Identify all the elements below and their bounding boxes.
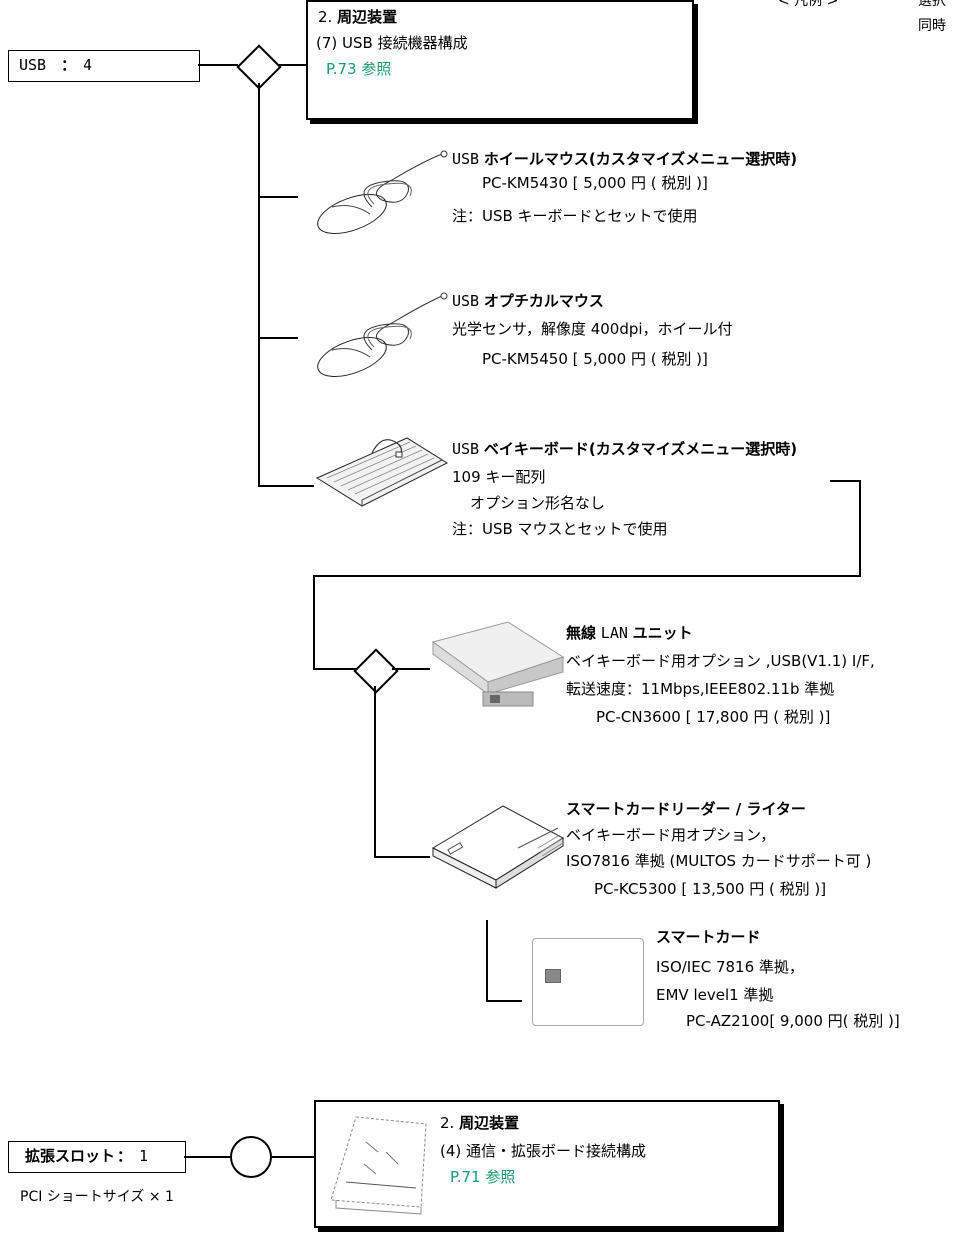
branch-line-optical-mouse	[258, 337, 298, 339]
usb-ref-sub: (7) USB 接続機器構成	[316, 34, 468, 53]
usb-ref-heading: 周辺装置	[337, 8, 397, 26]
wireless-lan-model: PC-CN3600 [ 17,800 円 ( 税別 )]	[596, 708, 830, 727]
expansion-ref-sub: (4) 通信・拡張ボード接続構成	[440, 1142, 646, 1161]
expansion-ref-heading: 周辺装置	[459, 1114, 519, 1132]
expansion-slot-label: 拡張スロット	[25, 1147, 115, 1166]
branch-line-wireless-lan	[392, 668, 430, 670]
optical-mouse-model: PC-KM5450 [ 5,000 円 ( 税別 )]	[482, 350, 708, 369]
card-reader-model: PC-KC5300 [ 13,500 円 ( 税別 )]	[594, 880, 826, 899]
wireless-lan-title-mid: LAN	[601, 624, 628, 642]
usb-reference-box: 2. 周辺装置 (7) USB 接続機器構成 P.73 参照	[306, 0, 694, 120]
wireless-lan-title: 無線	[566, 624, 596, 642]
branch-line-wheel-mouse	[258, 196, 298, 198]
keyboard-spec: 109 キー配列	[452, 468, 545, 487]
connector-line	[278, 64, 308, 66]
expansion-slot-note: PCI ショートサイズ × 1	[20, 1188, 174, 1207]
usb-port-box: USB ： 4	[8, 50, 200, 82]
expansion-board-image	[326, 1112, 436, 1216]
usb-port-label: USB	[19, 56, 46, 75]
branch-line-smart-card	[486, 1000, 522, 1002]
connector-line	[313, 575, 861, 577]
wireless-lan-spec1: ベイキーボード用オプション ,USB(V1.1) I/F,	[566, 652, 875, 671]
keyboard-note: 注：USB マウスとセットで使用	[452, 520, 668, 539]
connector-line	[313, 575, 315, 670]
wireless-lan-image	[428, 612, 568, 712]
expansion-reference-box: 2. 周辺装置 (4) 通信・拡張ボード接続構成 P.71 参照	[314, 1100, 780, 1228]
wheel-mouse-title: ホイールマウス(カスタマイズメニュー選択時)	[484, 150, 797, 168]
optical-mouse-spec: 光学センサ，解像度 400dpi，ホイール付	[452, 320, 733, 339]
smart-card-spec1: ISO/IEC 7816 準拠，	[656, 958, 804, 977]
legend-label: < 凡例 >	[778, 0, 838, 11]
expansion-ref-heading-num: 2.	[440, 1114, 454, 1132]
optical-mouse-title: オプチカルマウス	[484, 292, 604, 310]
bay-branch-diamond	[353, 648, 398, 693]
keyboard-image	[312, 428, 452, 510]
wheel-mouse-note: 注：USB キーボードとセットで使用	[452, 207, 698, 226]
smart-card-image	[532, 938, 644, 1026]
bay-trunk-line	[374, 686, 376, 858]
expansion-branch-circle	[230, 1136, 272, 1178]
connector-line	[859, 480, 861, 577]
optical-mouse-image	[312, 292, 452, 382]
keyboard-title-prefix: USB	[452, 440, 479, 458]
connector-line	[830, 480, 861, 482]
legend-text-simultaneous: 同時	[918, 17, 946, 36]
usb-port-colon: ：	[61, 56, 76, 75]
smart-card-spec2: EMV level1 準拠	[656, 986, 773, 1005]
wireless-lan-title-end: ユニット	[633, 624, 693, 642]
expansion-slot-count: 1	[139, 1147, 148, 1166]
connector-line	[198, 64, 238, 66]
smart-card-chip	[545, 969, 561, 983]
usb-ref-page-link[interactable]: P.73 参照	[326, 60, 391, 79]
wheel-mouse-model: PC-KM5430 [ 5,000 円 ( 税別 )]	[482, 174, 708, 193]
expansion-slot-box: 拡張スロット ： 1	[8, 1141, 186, 1173]
card-reader-title: スマートカードリーダー / ライター	[566, 800, 806, 819]
card-reader-image	[428, 798, 568, 888]
expansion-ref-page-link[interactable]: P.71 参照	[450, 1168, 515, 1187]
wireless-lan-spec2: 転送速度：11Mbps,IEEE802.11b 準拠	[566, 680, 834, 699]
branch-line-keyboard	[258, 485, 314, 487]
expansion-slot-colon: ：	[117, 1147, 132, 1166]
smart-card-model: PC-AZ2100[ 9,000 円( 税別 )]	[686, 1012, 900, 1031]
optical-mouse-title-prefix: USB	[452, 292, 479, 310]
branch-line-card-reader	[374, 856, 430, 858]
usb-trunk-line	[258, 83, 260, 486]
connector-line	[486, 920, 488, 1002]
smart-card-title: スマートカード	[656, 928, 761, 947]
wheel-mouse-image	[312, 152, 452, 242]
connector-line	[272, 1156, 314, 1158]
usb-port-count: 4	[83, 56, 92, 75]
keyboard-title: ベイキーボード(カスタマイズメニュー選択時)	[484, 440, 797, 458]
wheel-mouse-title-prefix: USB	[452, 150, 479, 168]
connector-line	[313, 668, 358, 670]
connector-line	[184, 1156, 230, 1158]
keyboard-option: オプション形名なし	[470, 494, 605, 513]
usb-ref-heading-num: 2.	[318, 8, 332, 26]
card-reader-spec2: ISO7816 準拠 (MULTOS カードサポート可 )	[566, 852, 871, 871]
card-reader-spec1: ベイキーボード用オプション，	[566, 826, 775, 845]
legend-text-select: 選択	[918, 0, 946, 11]
